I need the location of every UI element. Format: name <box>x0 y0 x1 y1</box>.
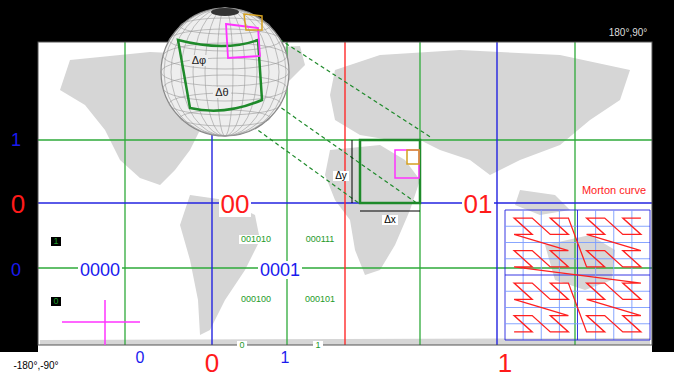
dimension-label: Δx <box>382 215 398 225</box>
dimension-label: Δy <box>333 171 349 181</box>
axis-bit: 1 <box>496 350 514 376</box>
axis-bit: 0 <box>51 297 60 306</box>
axis-bit: 1 <box>313 341 322 350</box>
cell-code: 000101 <box>303 295 337 304</box>
cell-code: 001010 <box>239 235 273 244</box>
axis-bit: 1 <box>51 237 60 246</box>
axis-bit: 0 <box>9 261 23 279</box>
cell-code: 0001 <box>258 261 302 279</box>
axis-bit: 0 <box>237 341 246 350</box>
corner-coordinate: -180°,-90° <box>11 361 60 371</box>
axis-bit: 0 <box>9 191 27 217</box>
cell-code: 0000 <box>78 261 122 279</box>
morton-label: Morton curve <box>580 185 648 196</box>
globe-angle: Δθ <box>213 87 230 98</box>
axis-bit: 1 <box>279 350 292 366</box>
globe-angle: Δφ <box>190 55 208 66</box>
axis-bit: 1 <box>9 131 23 149</box>
axis-bit: 0 <box>203 350 221 376</box>
cell-code: 01 <box>462 191 495 217</box>
cell-code: 00 <box>219 191 252 217</box>
cell-code: 000111 <box>304 235 337 244</box>
corner-coordinate: 180°,90° <box>607 28 650 38</box>
cell-code: 000100 <box>239 295 273 304</box>
axis-bit: 0 <box>134 350 147 366</box>
